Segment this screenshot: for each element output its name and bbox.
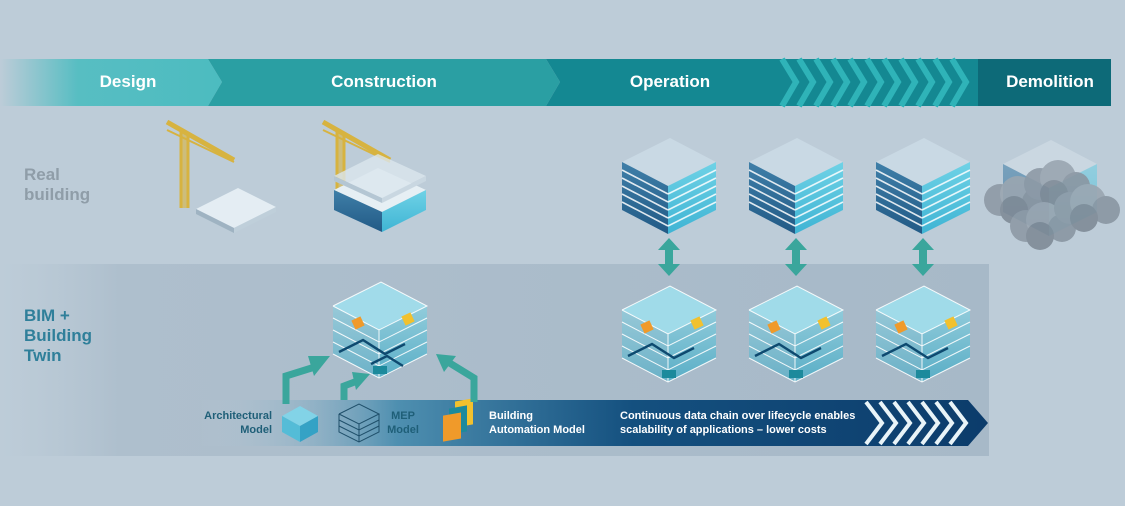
building-operation-1 — [621, 138, 717, 234]
model-label-line: Model — [240, 424, 272, 436]
row-label-line: building — [24, 185, 91, 204]
phase-band-design — [0, 59, 222, 106]
row-label-real-building: Real building — [24, 165, 114, 205]
mep-model-label: MEP Model — [382, 409, 424, 437]
building-operation-3 — [875, 138, 971, 234]
automation-model-label: Building Automation Model — [489, 409, 599, 437]
phase-label-construction: Construction — [331, 72, 437, 91]
model-label-line: Model — [387, 424, 419, 436]
foundation-slab — [196, 188, 276, 233]
digital-twin-operation-3 — [875, 285, 972, 383]
mep-model-icon — [338, 403, 381, 443]
row-label-line: Twin — [24, 346, 62, 365]
phase-label-operation: Operation — [629, 72, 711, 91]
model-label-line: Building — [489, 410, 533, 422]
sync-arrow-3 — [912, 238, 934, 276]
phase-band-demolition — [978, 59, 1111, 106]
model-flow-arrowheads — [308, 354, 456, 390]
building-under-construction — [334, 154, 426, 232]
architectural-model-icon — [282, 406, 318, 442]
operation-chevrons — [779, 57, 970, 108]
data-chain-chevrons — [864, 400, 969, 446]
data-chain-text-line: Continuous data chain over lifecycle ena… — [620, 410, 856, 422]
row-label-bim-twin: BIM + Building Twin — [24, 306, 114, 366]
row-label-line: Real — [24, 165, 60, 184]
phase-band-construction — [208, 59, 560, 106]
data-chain-text-line: scalability of applications – lower cost… — [620, 424, 827, 436]
digital-twin-operation-2 — [748, 285, 845, 383]
crane-design — [165, 119, 236, 208]
model-label-line: MEP — [391, 410, 415, 422]
data-chain-band — [200, 400, 988, 446]
model-label-line: Automation Model — [489, 424, 585, 436]
digital-twin-operation-1 — [621, 285, 718, 383]
architectural-model-label: Architectural Model — [190, 409, 272, 437]
sync-arrow-2 — [785, 238, 807, 276]
row-label-line: BIM + — [24, 306, 70, 325]
row-label-line: Building — [24, 326, 92, 345]
sync-arrow-1 — [658, 238, 680, 276]
phase-label-demolition: Demolition — [1006, 72, 1094, 91]
data-chain-text: Continuous data chain over lifecycle ena… — [620, 409, 870, 437]
phase-band-operation — [546, 59, 978, 106]
building-automation-model-icon — [443, 398, 473, 442]
phase-label-design: Design — [99, 72, 157, 91]
model-label-line: Architectural — [204, 410, 272, 422]
building-operation-2 — [748, 138, 844, 234]
digital-twin-construction — [332, 281, 429, 379]
lifecycle-band — [0, 57, 1111, 108]
